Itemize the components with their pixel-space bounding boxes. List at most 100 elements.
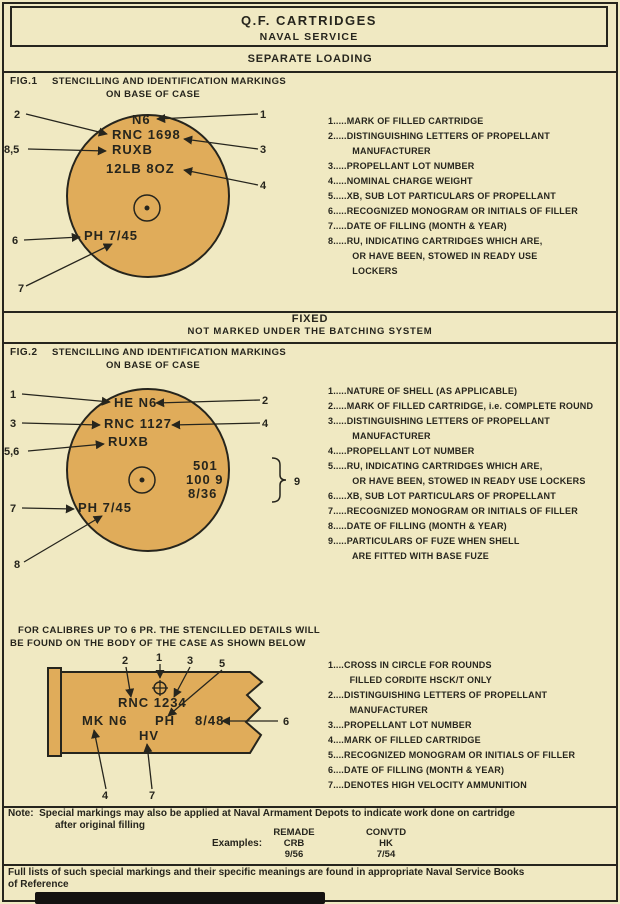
callout-7: 7 xyxy=(149,790,155,802)
example-mark: CRB xyxy=(283,838,305,849)
fig3-legend: 1....CROSS IN CIRCLE FOR ROUNDS FILLED C… xyxy=(328,658,575,793)
primer-ring xyxy=(133,194,161,222)
callout-7: 7 xyxy=(18,283,24,295)
legend-line: LOCKERS xyxy=(328,266,398,276)
small-calibre-intro-line1: FOR CALIBRES UP TO 6 PR. THE STENCILLED … xyxy=(18,625,321,636)
example-column-remade: REMADE CRB 9/56 xyxy=(252,827,336,860)
callout-3: 3 xyxy=(260,144,266,156)
legend-line: 5....RECOGNIZED MONOGRAM OR INITIALS OF … xyxy=(328,750,576,760)
legend-line: 3.....DISTINGUISHING LETTERS OF PROPELLA… xyxy=(328,416,550,426)
callout-1: 1 xyxy=(260,109,266,121)
callout-5-6: 5,6 xyxy=(4,446,19,458)
marking-filler: PH xyxy=(155,713,175,728)
fig2-caption-line1: STENCILLING AND IDENTIFICATION MARKINGS xyxy=(52,347,287,358)
callout-3: 3 xyxy=(187,655,193,667)
fig1-caption-line1: STENCILLING AND IDENTIFICATION MARKINGS xyxy=(52,76,287,87)
section-heading-fixed: FIXED xyxy=(291,313,329,325)
note-line2: after original filling xyxy=(55,820,146,831)
legend-line: 6.....RECOGNIZED MONOGRAM OR INITIALS OF… xyxy=(328,206,578,216)
callout-8-5: 8,5 xyxy=(4,144,19,156)
legend-line: OR HAVE BEEN, STOWED IN READY USE LOCKER… xyxy=(328,476,586,486)
divider xyxy=(3,311,617,313)
fig1-arrows xyxy=(23,113,259,287)
callout-3: 3 xyxy=(10,418,16,430)
callout-7: 7 xyxy=(10,503,16,515)
legend-line: MANUFACTURER xyxy=(328,431,431,441)
legend-line: 4.....NOMINAL CHARGE WEIGHT xyxy=(328,176,473,186)
marking-weight: 12LB 8OZ xyxy=(106,161,175,176)
divider xyxy=(3,71,617,73)
case-base-circle xyxy=(66,388,230,552)
page-subtitle: NAVAL SERVICE xyxy=(259,31,359,43)
example-column-convtd: CONVTD HK 7/54 xyxy=(344,827,428,860)
example-date: 7/54 xyxy=(376,849,396,860)
fig1-label: FIG.1 xyxy=(10,76,38,87)
fig1-caption-line2: ON BASE OF CASE xyxy=(106,89,201,100)
legend-line: 1.....MARK OF FILLED CARTRIDGE xyxy=(328,116,484,126)
scan-artifact xyxy=(35,892,325,904)
fuze-brace xyxy=(271,457,287,503)
marking-maker-lot: RNC 1698 xyxy=(112,127,181,142)
case-rim xyxy=(47,667,62,757)
divider xyxy=(3,806,617,808)
marking-maker-lot: RNC 1234 xyxy=(118,695,187,710)
examples-label: Examples: xyxy=(212,838,263,849)
legend-line: 7....DENOTES HIGH VELOCITY AMMUNITION xyxy=(328,780,527,790)
legend-line: 2.....MARK OF FILLED CARTRIDGE, i.e. COM… xyxy=(328,401,594,411)
footer-line1: Full lists of such special markings and … xyxy=(8,867,525,878)
marking-maker-lot: RNC 1127 xyxy=(104,416,172,431)
legend-line: 4....MARK OF FILLED CARTRIDGE xyxy=(328,735,481,745)
fig2-label: FIG.2 xyxy=(10,347,38,358)
legend-line: MANUFACTURER xyxy=(328,146,431,156)
fig1-diagram: N6 RNC 1698 RUXB 12LB 8OZ PH 7/45 2 8,5 … xyxy=(4,109,267,295)
example-name: REMADE xyxy=(273,827,315,838)
legend-line: 2....DISTINGUISHING LETTERS OF PROPELLAN… xyxy=(328,690,548,700)
callout-4: 4 xyxy=(262,418,269,430)
legend-line: 5.....XB, SUB LOT PARTICULARS OF PROPELL… xyxy=(328,191,556,201)
primer-dot xyxy=(144,205,150,211)
callout-2: 2 xyxy=(122,655,128,667)
legend-line: ARE FITTED WITH BASE FUZE xyxy=(328,551,489,561)
legend-line: 5.....RU, INDICATING CARTRIDGES WHICH AR… xyxy=(328,461,543,471)
legend-line: 3....PROPELLANT LOT NUMBER xyxy=(328,720,472,730)
section-heading-separate-loading: SEPARATE LOADING xyxy=(247,53,373,65)
callout-4: 4 xyxy=(102,790,109,802)
marking-filler-date: PH 7/45 xyxy=(84,228,138,243)
fig2-caption-line2: ON BASE OF CASE xyxy=(106,360,201,371)
legend-line: 8.....DATE OF FILLING (MONTH & YEAR) xyxy=(328,521,507,531)
small-calibre-intro-line2: BE FOUND ON THE BODY OF THE CASE AS SHOW… xyxy=(10,638,306,649)
marking-mark: N6 xyxy=(132,112,151,127)
callout-8: 8 xyxy=(14,559,20,571)
marking-date: 8/48 xyxy=(195,713,224,728)
marking-ru-xb: RUXB xyxy=(112,142,153,157)
legend-line: 6....DATE OF FILLING (MONTH & YEAR) xyxy=(328,765,505,775)
cross-in-circle-symbol xyxy=(152,680,168,696)
callout-9: 9 xyxy=(294,476,300,488)
section-subheading-fixed: NOT MARKED UNDER THE BATCHING SYSTEM xyxy=(187,326,433,337)
fig3-diagram: RNC 1234 MK N6 PH 8/48 HV 2 1 3 5 6 4 7 xyxy=(47,652,289,802)
callout-2: 2 xyxy=(14,109,20,121)
example-name: CONVTD xyxy=(365,827,407,838)
marking-ru-xb: RUXB xyxy=(108,434,149,449)
legend-line: 2.....DISTINGUISHING LETTERS OF PROPELLA… xyxy=(328,131,550,141)
note-line1: Note: Special markings may also be appli… xyxy=(8,808,515,819)
primer-ring xyxy=(128,466,156,494)
callout-6: 6 xyxy=(283,716,289,728)
marking-shell-nature: HE N6 xyxy=(114,395,157,410)
marking-filler-date: PH 7/45 xyxy=(78,500,132,515)
callout-1: 1 xyxy=(10,389,16,401)
legend-line: 3.....PROPELLANT LOT NUMBER xyxy=(328,161,475,171)
divider xyxy=(3,342,617,344)
legend-line: 8.....RU, INDICATING CARTRIDGES WHICH AR… xyxy=(328,236,543,246)
marking-fuze-3: 8/36 xyxy=(188,486,217,501)
legend-line: 7.....RECOGNIZED MONOGRAM OR INITIALS OF… xyxy=(328,506,578,516)
example-mark: HK xyxy=(379,838,393,849)
legend-line: 7.....DATE OF FILLING (MONTH & YEAR) xyxy=(328,221,507,231)
legend-line: 4.....PROPELLANT LOT NUMBER xyxy=(328,446,475,456)
fig3-arrows xyxy=(91,664,278,790)
example-date: 9/56 xyxy=(284,849,304,860)
legend-line: FILLED CORDITE HSCK/T ONLY xyxy=(328,675,492,685)
callout-6: 6 xyxy=(12,235,18,247)
legend-line: OR HAVE BEEN, STOWED IN READY USE xyxy=(328,251,538,261)
